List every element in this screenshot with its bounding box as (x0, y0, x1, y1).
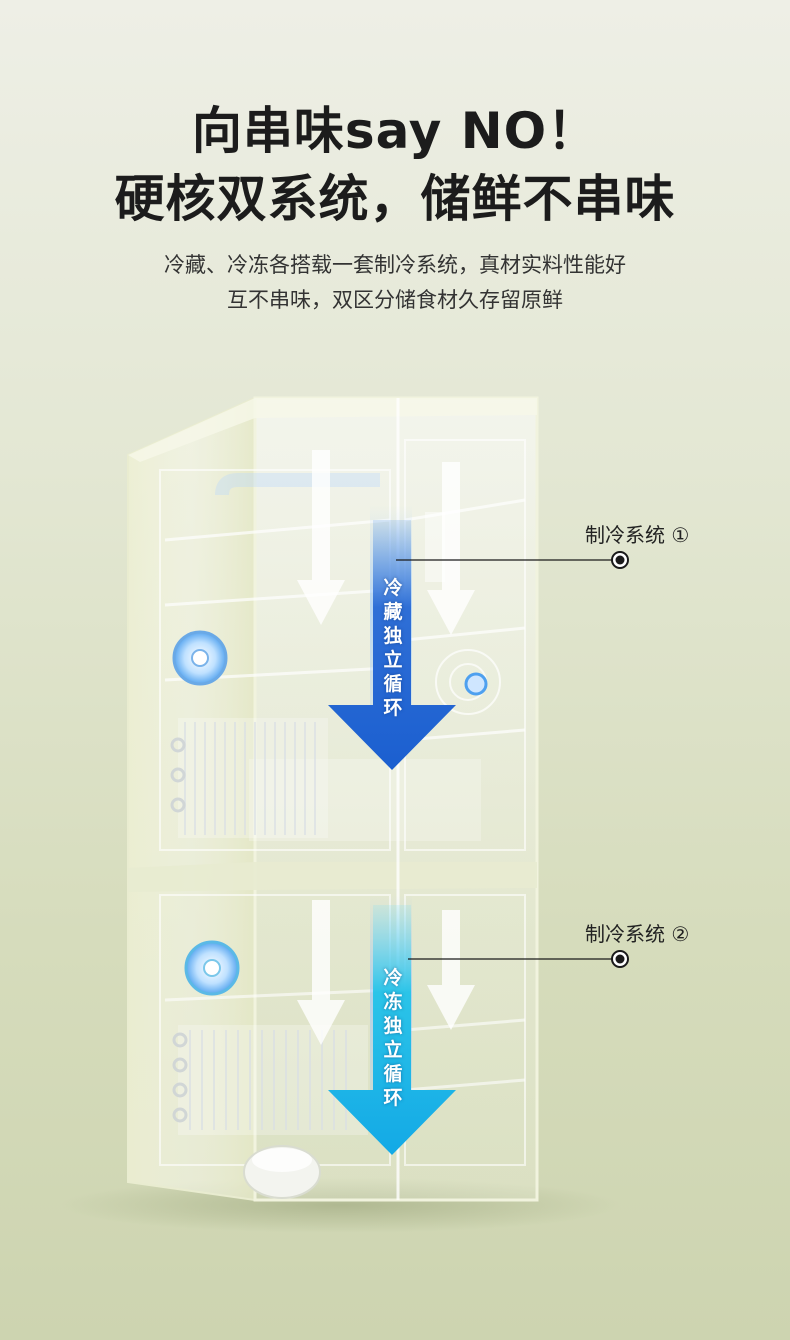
fridge-arrow-label: 冷 藏 独 立 循 环 (383, 577, 403, 719)
callout-system-1: 制冷系统 ① (585, 523, 690, 547)
headline-line-1: 向串味say NO！ (191, 102, 599, 160)
fridge-circulation-arrow (328, 520, 456, 770)
subtitle-line-1: 冷藏、冷冻各搭载一套制冷系统，真材实料性能好 (164, 253, 626, 277)
callout-system-2: 制冷系统 ② (585, 922, 690, 946)
subtitle-line-2: 互不串味，双区分储食材久存留原鲜 (227, 288, 563, 312)
freezer-circulation-arrow (328, 905, 456, 1155)
fan-icon (184, 940, 240, 996)
headline-line-2: 硬核双系统，储鲜不串味 (114, 170, 676, 228)
freezer-arrow-label: 冷 冻 独 立 循 环 (383, 967, 403, 1109)
fan-icon (172, 630, 228, 686)
